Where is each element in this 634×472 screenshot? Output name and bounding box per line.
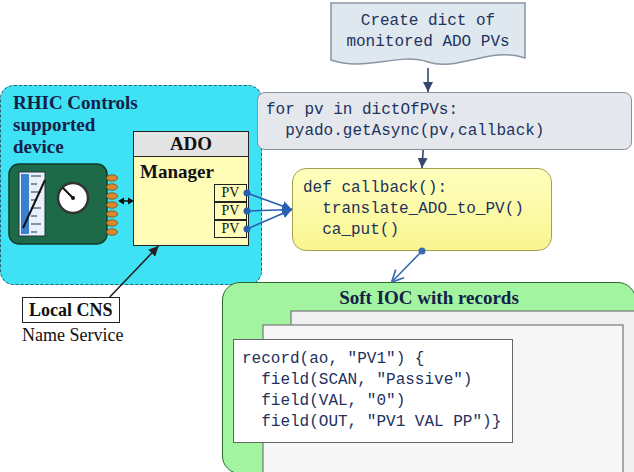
callback-box: def callback(): translate_ADO_to_PV() ca…	[292, 168, 552, 251]
device-region: RHIC Controls supported deviceADO Manager…	[0, 85, 262, 285]
scale-tick	[31, 232, 37, 233]
scale-panel	[19, 172, 45, 236]
pin	[107, 184, 118, 190]
connector-arrow	[422, 150, 423, 168]
pin	[107, 202, 118, 208]
needle	[23, 180, 45, 228]
name-service-box: Local CNSName Service	[22, 297, 123, 346]
process-box: for pv in dictOfPVs: pyado.getAsync(pv,c…	[257, 92, 632, 150]
pv-port: PV	[214, 202, 247, 220]
connector-pins	[107, 175, 118, 235]
code-text: record(ao, "PV1") { field(SCAN, "Passive…	[242, 349, 504, 433]
ioc-region: Soft IOC with records record(ao, "PV1") {…	[222, 282, 634, 472]
gauge-hub	[71, 196, 75, 200]
port-label: PV	[215, 185, 246, 201]
pv-port: PV	[214, 184, 247, 202]
box-header: ADO	[134, 132, 248, 157]
scale-ticks	[31, 176, 41, 232]
pin	[107, 193, 118, 199]
gauge-dial	[58, 183, 88, 213]
pin	[107, 229, 118, 235]
region-heading: Soft IOC with records	[223, 287, 634, 309]
port-label: PV	[215, 221, 246, 237]
region-heading: RHIC Controls supported device	[13, 92, 147, 158]
document-box: Create dict of monitored ADO PVs	[330, 2, 526, 68]
scale-tick	[31, 176, 41, 177]
pin	[107, 175, 118, 181]
connector-arrow	[427, 68, 429, 92]
manager-box: ADOManagerPVPVPV	[133, 131, 249, 246]
scale-tick	[31, 184, 37, 185]
scale-tick	[31, 224, 41, 225]
pin	[107, 211, 118, 217]
gauge-pointer	[63, 188, 73, 198]
device-housing	[9, 164, 107, 244]
code-text: def callback(): translate_ADO_to_PV() ca…	[303, 178, 536, 241]
code-text: for pv in dictOfPVs: pyado.getAsync(pv,c…	[266, 100, 547, 142]
link-head	[118, 198, 124, 205]
record-page: record(ao, "PV1") { field(SCAN, "Passive…	[233, 339, 513, 443]
box-title: Manager	[134, 160, 248, 184]
pin	[107, 220, 118, 226]
code-text: Create dict of monitored ADO PVs	[345, 11, 511, 53]
document-shape	[331, 3, 525, 64]
port-label: PV	[215, 203, 246, 219]
scale-tick	[31, 216, 37, 217]
service-caption: Name Service	[22, 324, 123, 346]
connector-arrow	[392, 251, 422, 282]
pv-port: PV	[214, 220, 247, 238]
service-label: Local CNS	[22, 297, 120, 323]
